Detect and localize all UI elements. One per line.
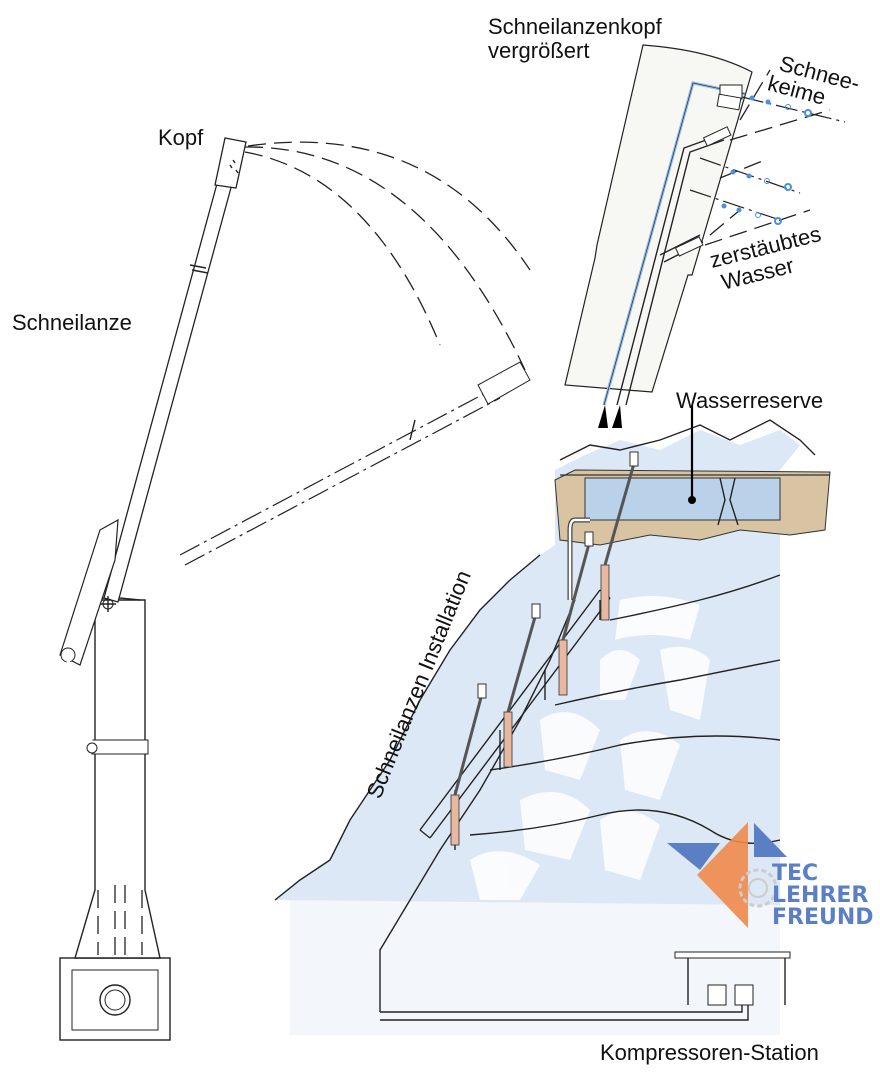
slope-landscape xyxy=(274,419,816,1035)
label-head: Kopf xyxy=(158,125,204,150)
slope-lances xyxy=(450,451,639,846)
label-head-enlarged-2: vergrößert xyxy=(488,38,589,63)
water-reserve xyxy=(554,405,831,600)
label-head-enlarged-1: Schneilanzenkopf xyxy=(488,14,663,39)
flow-arrows xyxy=(598,405,622,428)
snow-nuclei-dots xyxy=(721,95,812,225)
compressor-station xyxy=(380,951,791,1021)
spray-lines xyxy=(689,69,846,246)
tilted-lance-outline xyxy=(179,387,501,566)
mountain-ridge xyxy=(559,419,816,461)
enlarged-head xyxy=(564,44,846,428)
slope-lance xyxy=(503,603,541,768)
slope-lance xyxy=(450,683,487,846)
snow-streaks xyxy=(470,596,710,900)
slope-lance xyxy=(558,531,594,696)
lance-head xyxy=(214,137,247,189)
tec-lehrer-freund-logo: TEC LEHRER FREUND xyxy=(667,822,874,930)
label-compressor-station: Kompressoren-Station xyxy=(600,1040,819,1065)
pointer-dot xyxy=(688,496,696,504)
lance-pole xyxy=(103,179,233,603)
lance-tower xyxy=(74,599,161,959)
logo-line-2: LEHRER xyxy=(772,883,868,908)
head-casing xyxy=(564,44,753,393)
snow-outline xyxy=(274,554,541,901)
swing-arc xyxy=(244,146,526,371)
hydraulic-arm xyxy=(59,518,119,666)
label-lance: Schneilanze xyxy=(12,310,132,335)
air-pipe xyxy=(380,1005,749,1021)
water-pool xyxy=(584,477,781,521)
logo-line-1: TEC xyxy=(772,861,818,886)
label-water-reserve: Wasserreserve xyxy=(676,388,823,413)
basin-crack xyxy=(717,477,739,526)
valley-ground xyxy=(290,900,780,1035)
snow-slope xyxy=(275,430,800,905)
logo-line-3: FREUND xyxy=(772,905,874,930)
contour-lines xyxy=(469,574,781,845)
snow-lance-large xyxy=(59,137,531,1041)
slope-lance xyxy=(600,451,639,621)
